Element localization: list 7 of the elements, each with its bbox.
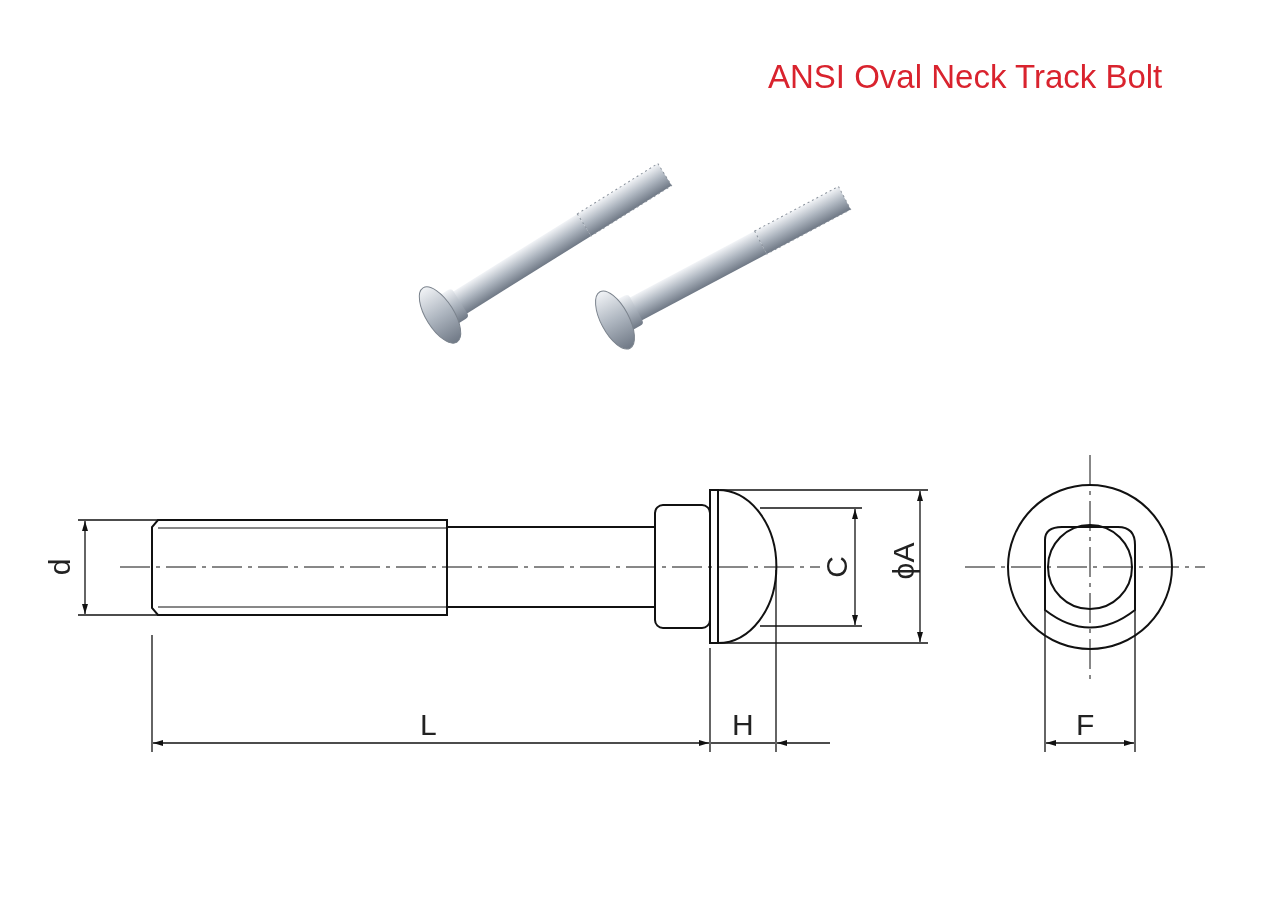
dimension-label: L	[420, 710, 437, 740]
dimension-label: d	[45, 558, 76, 576]
dimension-label: ϕA	[889, 542, 920, 580]
dimension-label: F	[1076, 710, 1095, 740]
dimension-label: H	[732, 710, 754, 740]
dimension-label: C	[821, 556, 852, 578]
title: ANSI Oval Neck Track Bolt	[768, 58, 1163, 96]
